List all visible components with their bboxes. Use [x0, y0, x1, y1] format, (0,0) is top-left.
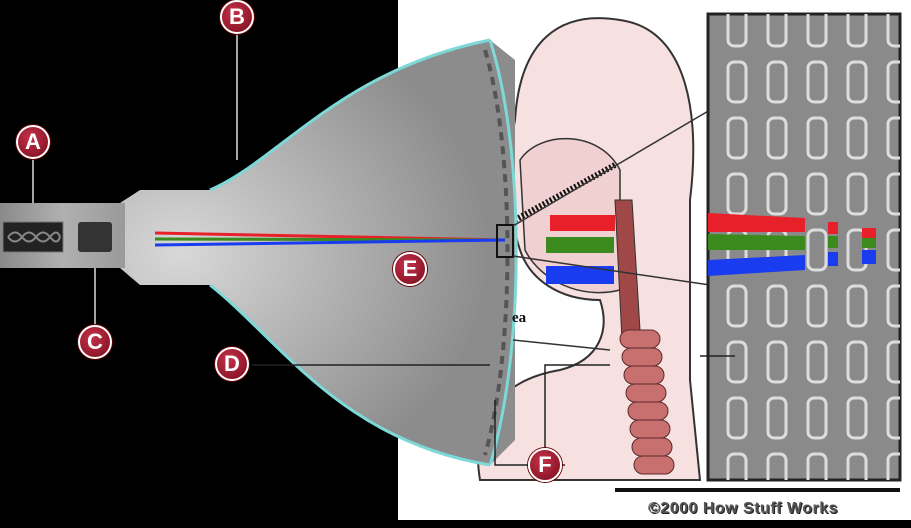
zoom-box — [496, 224, 514, 258]
shadow-mask-closeup — [706, 12, 902, 482]
electron-beams — [154, 231, 506, 247]
pointer-lines — [32, 33, 735, 466]
glass-outline — [209, 38, 491, 467]
partial-label-text: ea — [512, 310, 527, 326]
red-bar — [550, 215, 615, 231]
copyright-text: ©2000 How Stuff Works — [648, 500, 839, 517]
label-f: F — [528, 448, 562, 482]
blue-bar — [546, 266, 614, 284]
label-b: B — [220, 0, 254, 34]
green-bar — [546, 237, 614, 253]
cathode — [78, 222, 112, 252]
screen-glass — [488, 39, 518, 466]
label-d: D — [215, 347, 249, 381]
label-c: C — [78, 325, 112, 359]
heater-filament — [2, 221, 64, 253]
label-e: E — [393, 252, 427, 286]
tube-body — [0, 40, 515, 465]
label-a: A — [16, 125, 50, 159]
shadow-mask — [483, 49, 510, 456]
